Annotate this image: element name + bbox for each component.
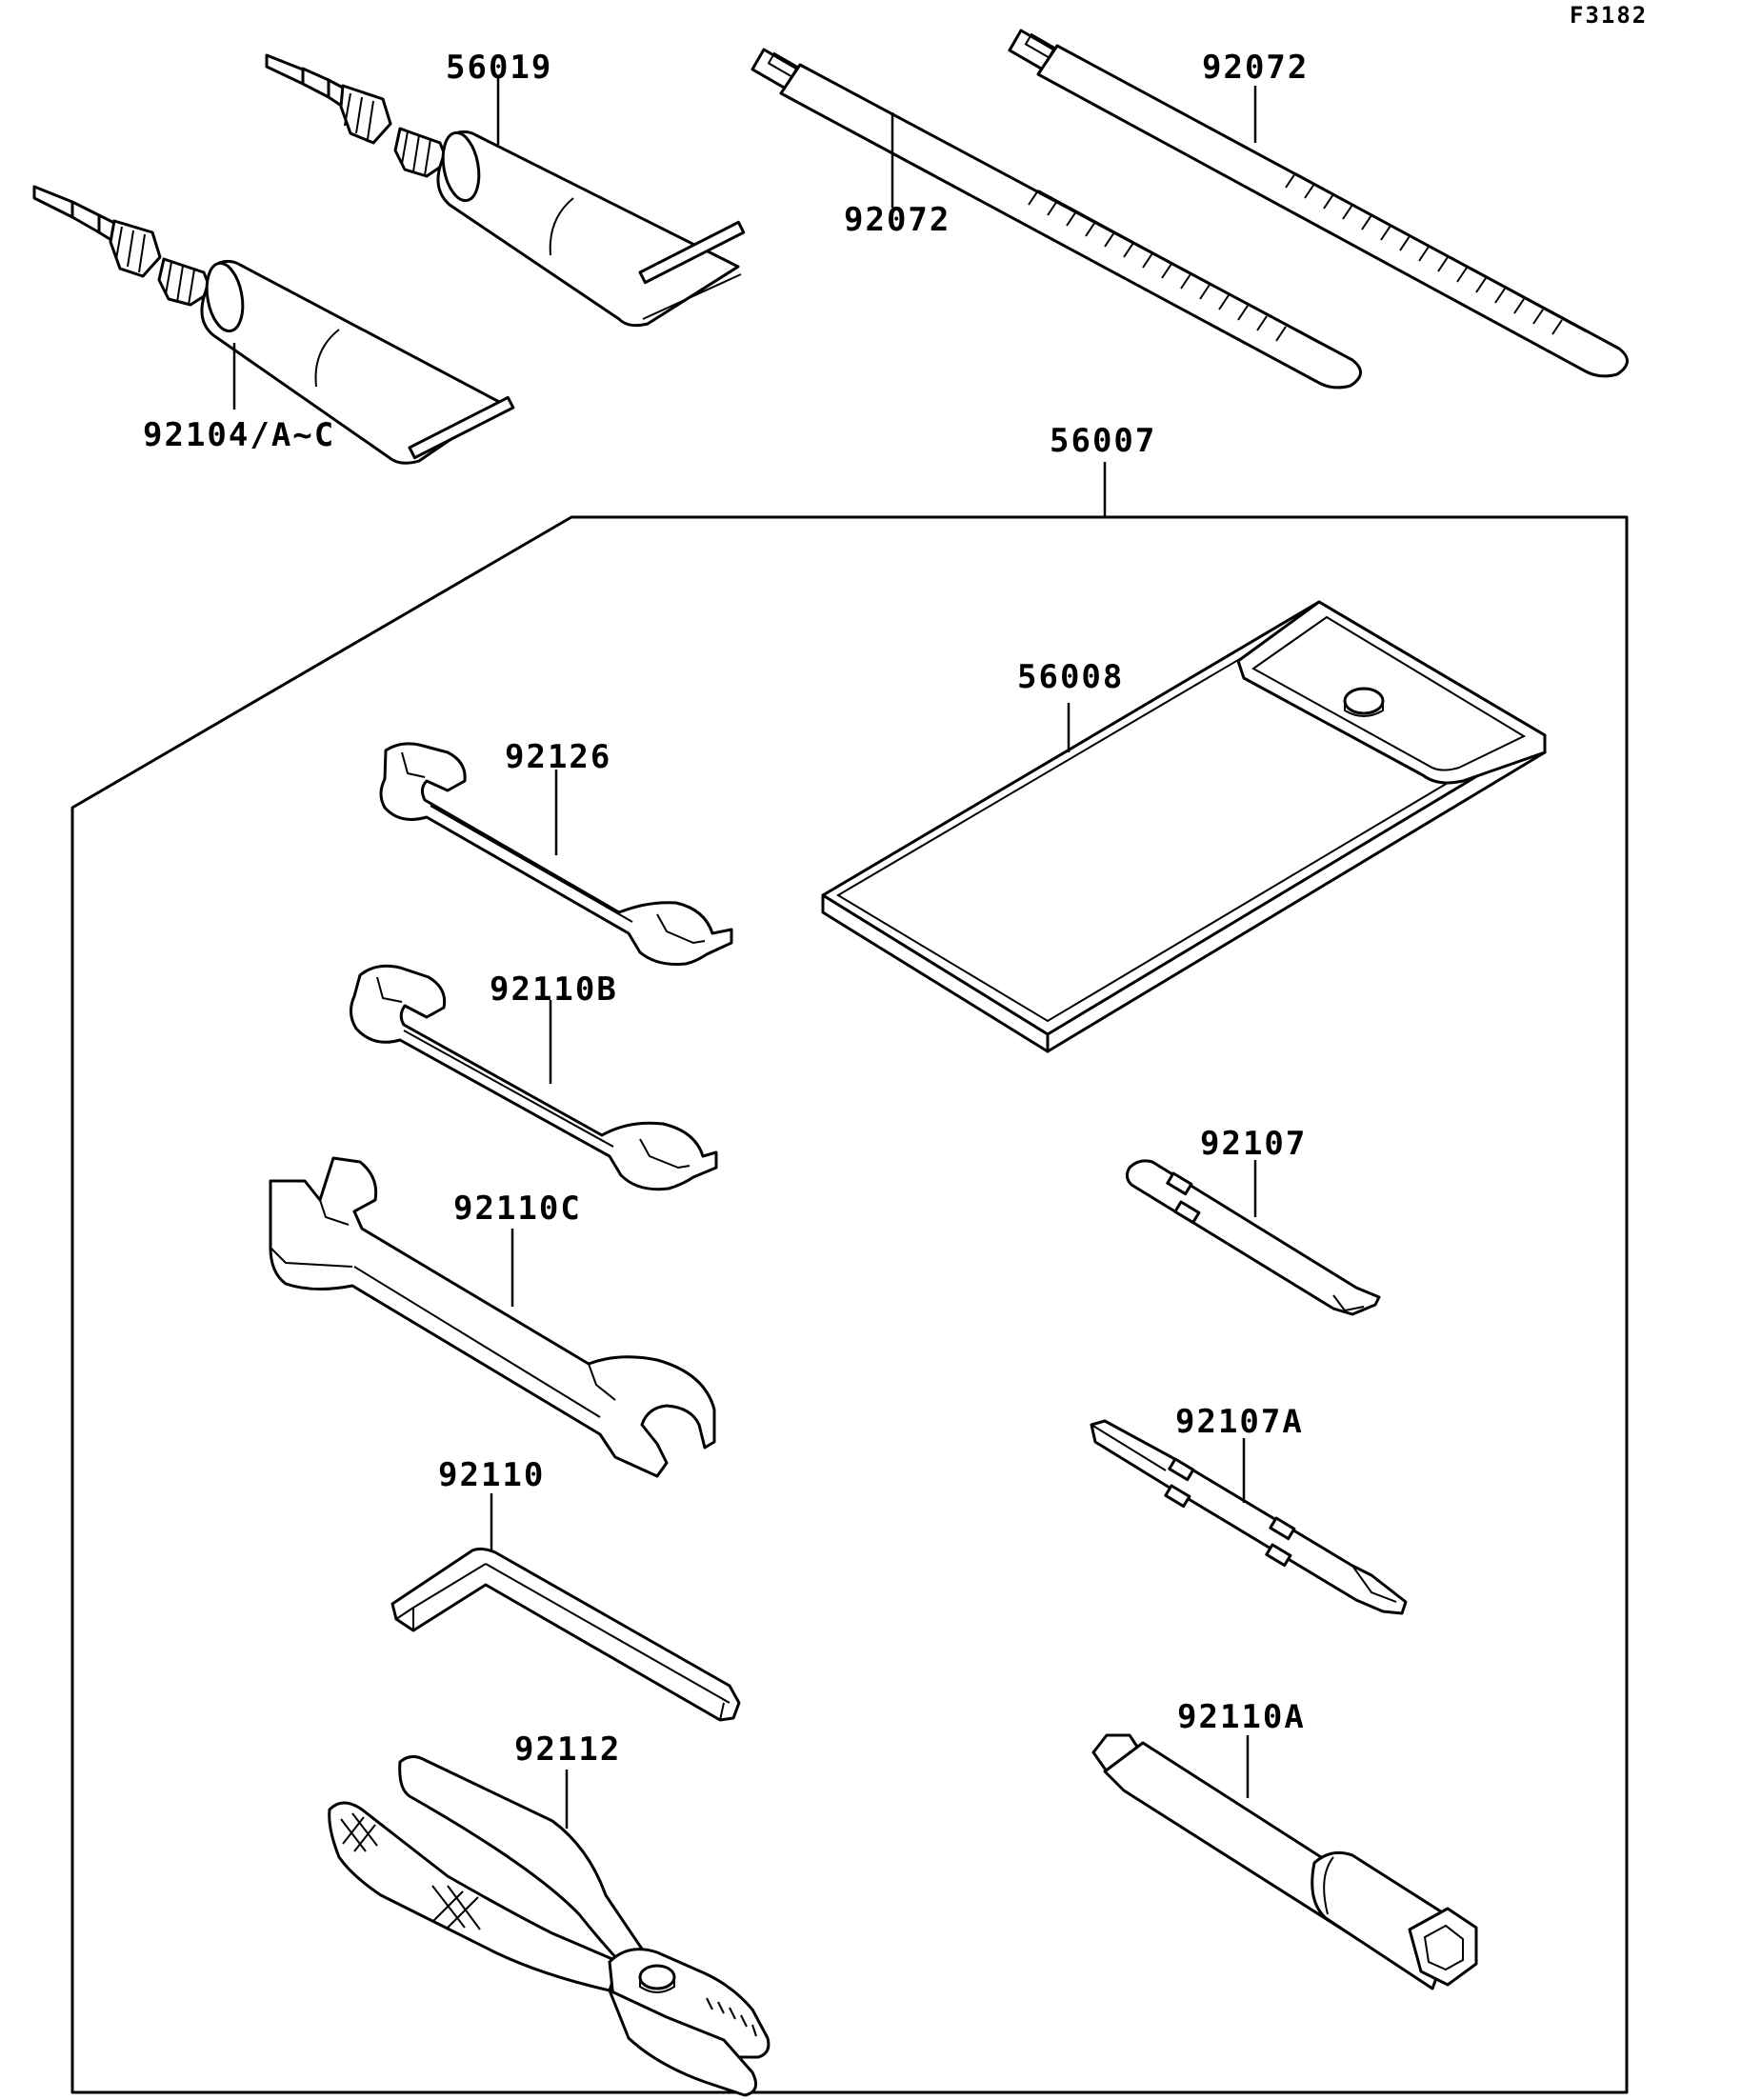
cable-tie-right xyxy=(1008,29,1629,378)
grease-tube-56019 xyxy=(265,53,746,328)
part-number-92104: 92104/A~C xyxy=(143,416,336,454)
wrench-92126 xyxy=(379,742,733,966)
part-number-56007: 56007 xyxy=(1050,422,1157,460)
part-number-56019: 56019 xyxy=(446,49,553,87)
part-number-92110C: 92110C xyxy=(453,1190,582,1228)
part-number-92112: 92112 xyxy=(514,1730,622,1769)
part-number-92107A: 92107A xyxy=(1175,1403,1304,1441)
cable-tie-left-teeth xyxy=(1028,190,1287,342)
wrench-92110C xyxy=(269,1156,716,1478)
spark-plug-wrench-92110A xyxy=(1091,1733,1478,1990)
part-number-92107: 92107 xyxy=(1200,1125,1308,1163)
part-number-92126: 92126 xyxy=(505,738,612,776)
part-number-92110: 92110 xyxy=(438,1456,546,1494)
part-number-56008: 56008 xyxy=(1017,658,1125,696)
part-number-92110A: 92110A xyxy=(1177,1698,1306,1736)
cable-tie-right-teeth xyxy=(1285,172,1563,335)
tool-kit-outline xyxy=(70,462,1629,2094)
tool-bag-56008 xyxy=(821,600,1547,1053)
screwdriver-bit-92107A xyxy=(1090,1419,1408,1615)
screwdriver-bit-92107 xyxy=(1125,1159,1381,1316)
part-number-92110B: 92110B xyxy=(490,970,618,1009)
figure-code: F3182 xyxy=(1570,2,1649,29)
pliers-grip-hatch-top xyxy=(340,1812,378,1852)
pliers-jaw-teeth xyxy=(706,1997,757,2037)
hex-key-92110 xyxy=(390,1493,741,1722)
pliers-92112 xyxy=(328,1755,770,2097)
part-number-92072-left: 92072 xyxy=(844,201,951,239)
pliers-grip-hatch-bottom xyxy=(431,1885,481,1930)
cable-tie-left xyxy=(750,48,1362,390)
grease-tube-92104 xyxy=(32,185,515,465)
part-number-92072-right: 92072 xyxy=(1202,49,1310,87)
wrench-92110B xyxy=(350,964,718,1191)
